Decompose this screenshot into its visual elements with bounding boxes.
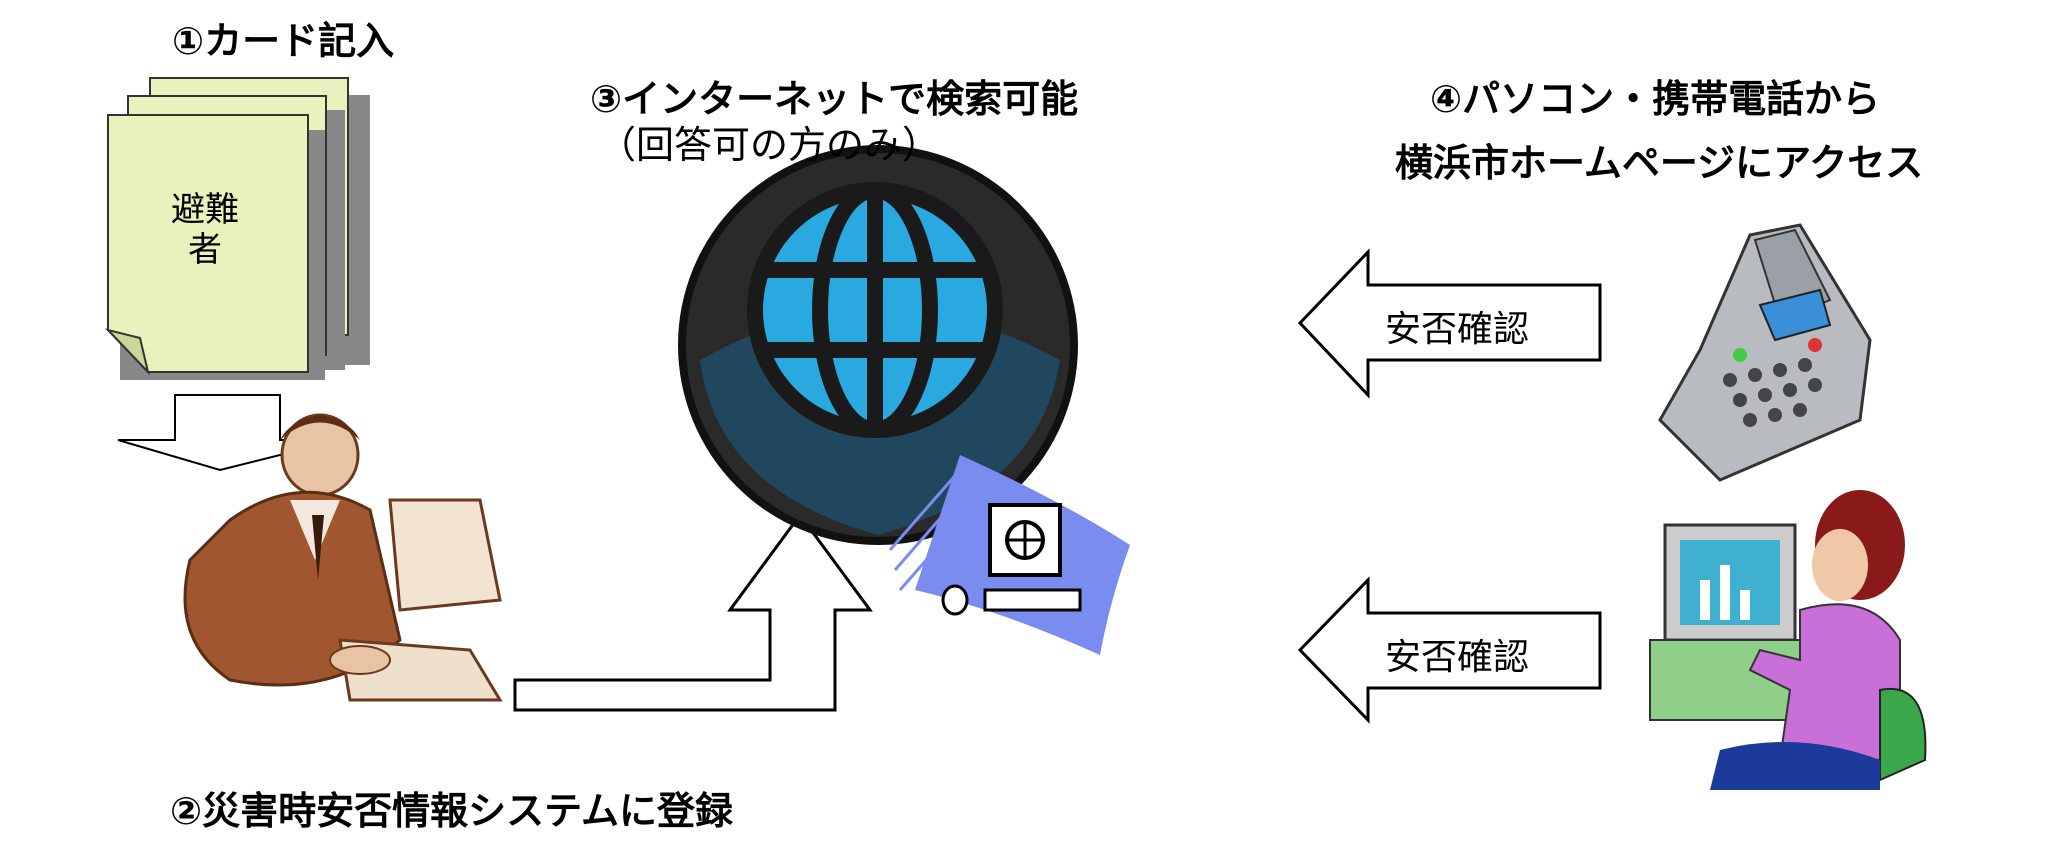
step3-label: ③インターネットで検索可能 [590,77,1079,121]
step1-label: ①カード記入 [172,19,395,63]
register-arrow [513,512,873,712]
confirm-arrow-2-label: 安否確認 [1385,637,1530,678]
card-text-line1: 避難 [171,190,239,230]
internet-globe-icon [678,145,1078,545]
confirm-arrow-1-label: 安否確認 [1385,309,1530,350]
step4-line2: 横浜市ホームページにアクセス [1395,141,1924,185]
operator-clipart [183,413,503,702]
mobile-phone-icon [1658,223,1872,482]
card-text-line2: 者 [188,230,222,270]
web-computer-icon [888,455,1130,655]
user-at-computer-clipart [1649,490,1927,790]
step4-line1: ④パソコン・携帯電話から [1430,77,1881,121]
card-stack [104,77,370,380]
confirm-arrow-1 [1297,248,1602,399]
step3-note: （回答可の方のみ） [598,123,941,167]
step2-label: ②災害時安否情報システムに登録 [170,789,734,833]
card-text: 避難 者 [150,190,260,270]
confirm-arrow-2 [1297,576,1602,724]
